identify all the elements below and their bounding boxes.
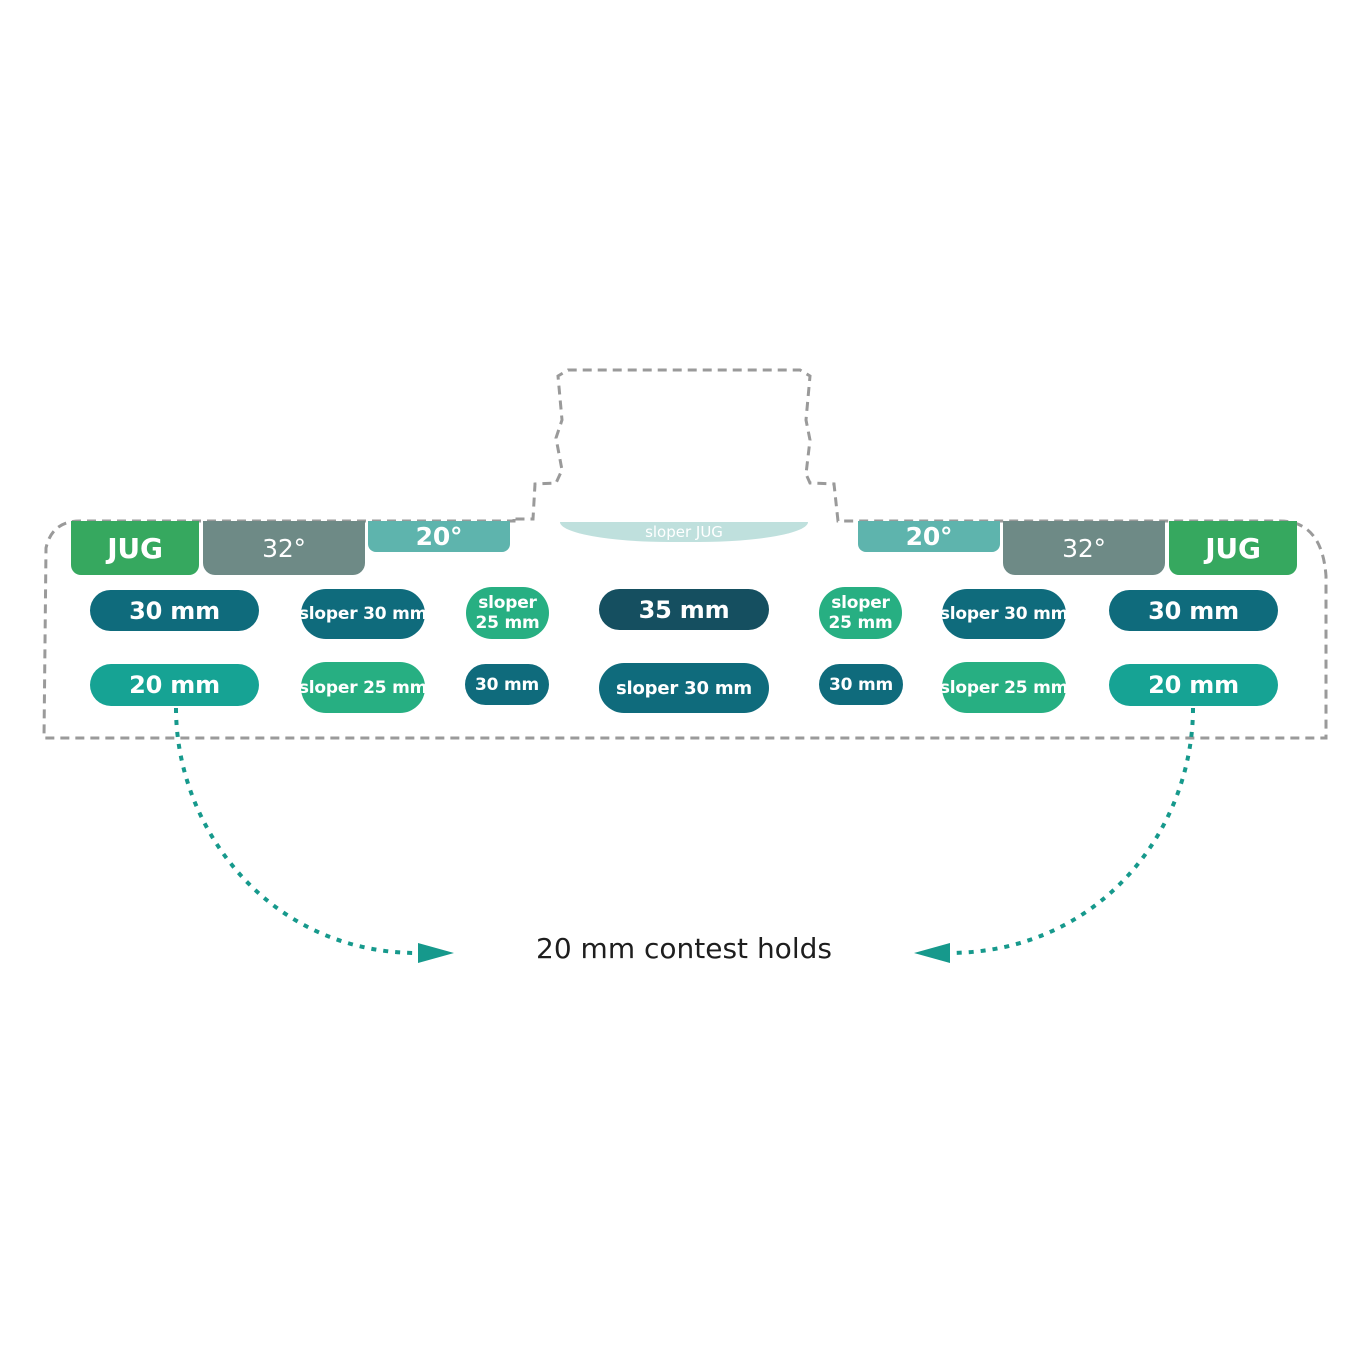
jug-right: JUG — [1169, 521, 1297, 575]
angle-32-left: 32° — [203, 521, 365, 575]
board-outline — [42, 368, 1328, 740]
hold-sloper-25mm-left-line1: sloper — [478, 593, 537, 613]
hold-20mm-right: 20 mm — [1109, 664, 1278, 706]
jug-left: JUG — [71, 521, 199, 575]
angle-20-right: 20° — [858, 521, 1000, 552]
angle-20-left: 20° — [368, 521, 510, 552]
angle-32-right: 32° — [1003, 521, 1165, 575]
sloper-jug-center: sloper JUG — [560, 522, 808, 542]
hold-30mm-right: 30 mm — [1109, 590, 1278, 631]
hold-sloper-25mm-row2-right: sloper 25 mm — [940, 662, 1068, 713]
hold-30mm-small-right: 30 mm — [819, 664, 903, 705]
hold-30mm-small-left: 30 mm — [465, 664, 549, 705]
hold-sloper-25mm-row2-left: sloper 25 mm — [299, 662, 427, 713]
right-arrow-head — [914, 943, 950, 963]
left-curved-arrow — [174, 707, 417, 955]
hold-sloper-25mm-right-line2: 25 mm — [828, 613, 893, 633]
hold-sloper-25mm-left-line2: 25 mm — [475, 613, 540, 633]
hold-sloper-30mm-center: sloper 30 mm — [599, 663, 769, 713]
hold-sloper-25mm-right: sloper 25 mm — [819, 587, 902, 639]
hold-35mm-center: 35 mm — [599, 589, 769, 630]
hold-sloper-30mm-right: sloper 30 mm — [940, 589, 1068, 639]
hold-sloper-25mm-right-line1: sloper — [831, 593, 890, 613]
hold-30mm-left: 30 mm — [90, 590, 259, 631]
right-curved-arrow — [949, 707, 1195, 955]
hold-20mm-left: 20 mm — [90, 664, 259, 706]
hold-sloper-30mm-left: sloper 30 mm — [299, 589, 427, 639]
left-arrow-head — [418, 943, 454, 963]
hold-sloper-25mm-left: sloper 25 mm — [466, 587, 549, 639]
contest-holds-caption: 20 mm contest holds — [536, 932, 832, 965]
